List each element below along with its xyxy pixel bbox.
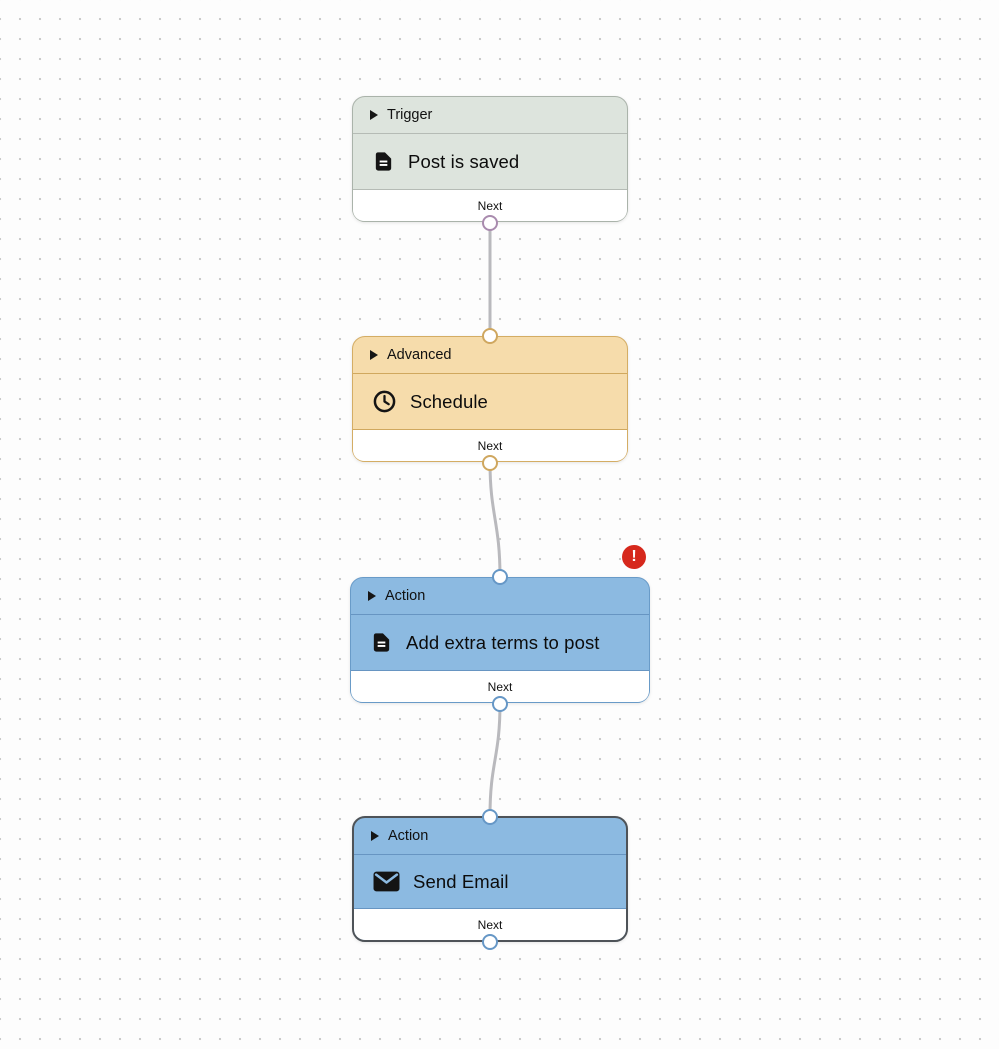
email-icon: [373, 871, 400, 892]
node-title: Send Email: [413, 870, 509, 892]
node-advanced-schedule[interactable]: Advanced Schedule Next: [352, 327, 628, 471]
collapse-triangle-icon[interactable]: [371, 831, 379, 841]
connector-action1-to-action2[interactable]: [488, 701, 502, 818]
clock-icon: [373, 390, 396, 413]
input-port[interactable]: [482, 327, 498, 344]
node-action-add-extra-terms[interactable]: Action Add extra terms to post Next !: [350, 545, 650, 712]
node-kind-label: Trigger: [387, 107, 433, 123]
collapse-triangle-icon[interactable]: [370, 350, 378, 360]
collapse-triangle-icon[interactable]: [368, 591, 376, 601]
node-header: Trigger: [353, 97, 627, 134]
input-port[interactable]: [482, 808, 498, 825]
node-header: Action: [351, 578, 649, 615]
node-trigger-post-is-saved[interactable]: Trigger Post is saved Next: [352, 96, 628, 231]
node-body: Schedule: [353, 374, 627, 429]
node-body: Send Email: [354, 855, 626, 908]
document-icon: [373, 633, 390, 652]
next-output-label: Next: [353, 189, 627, 221]
node-body: Post is saved: [353, 134, 627, 189]
node-action-send-email[interactable]: Action Send Email Next: [352, 808, 628, 950]
node-header: Action: [354, 818, 626, 855]
node-header: Advanced: [353, 337, 627, 374]
node-kind-label: Advanced: [387, 347, 452, 363]
output-port-next[interactable]: [482, 933, 498, 950]
node-kind-label: Action: [388, 828, 429, 844]
connector-advanced-to-action1[interactable]: [488, 460, 502, 579]
node-body: Add extra terms to post: [351, 615, 649, 670]
node-title: Schedule: [410, 390, 488, 412]
node-title: Add extra terms to post: [406, 631, 600, 653]
node-title: Post is saved: [408, 150, 520, 172]
output-port-next[interactable]: [492, 695, 508, 712]
collapse-triangle-icon[interactable]: [370, 110, 378, 120]
error-badge: !: [622, 545, 646, 569]
output-port-next[interactable]: [482, 454, 498, 471]
input-port[interactable]: [492, 568, 508, 585]
document-icon: [375, 152, 392, 171]
node-kind-label: Action: [385, 588, 426, 604]
output-port-next[interactable]: [482, 214, 498, 231]
